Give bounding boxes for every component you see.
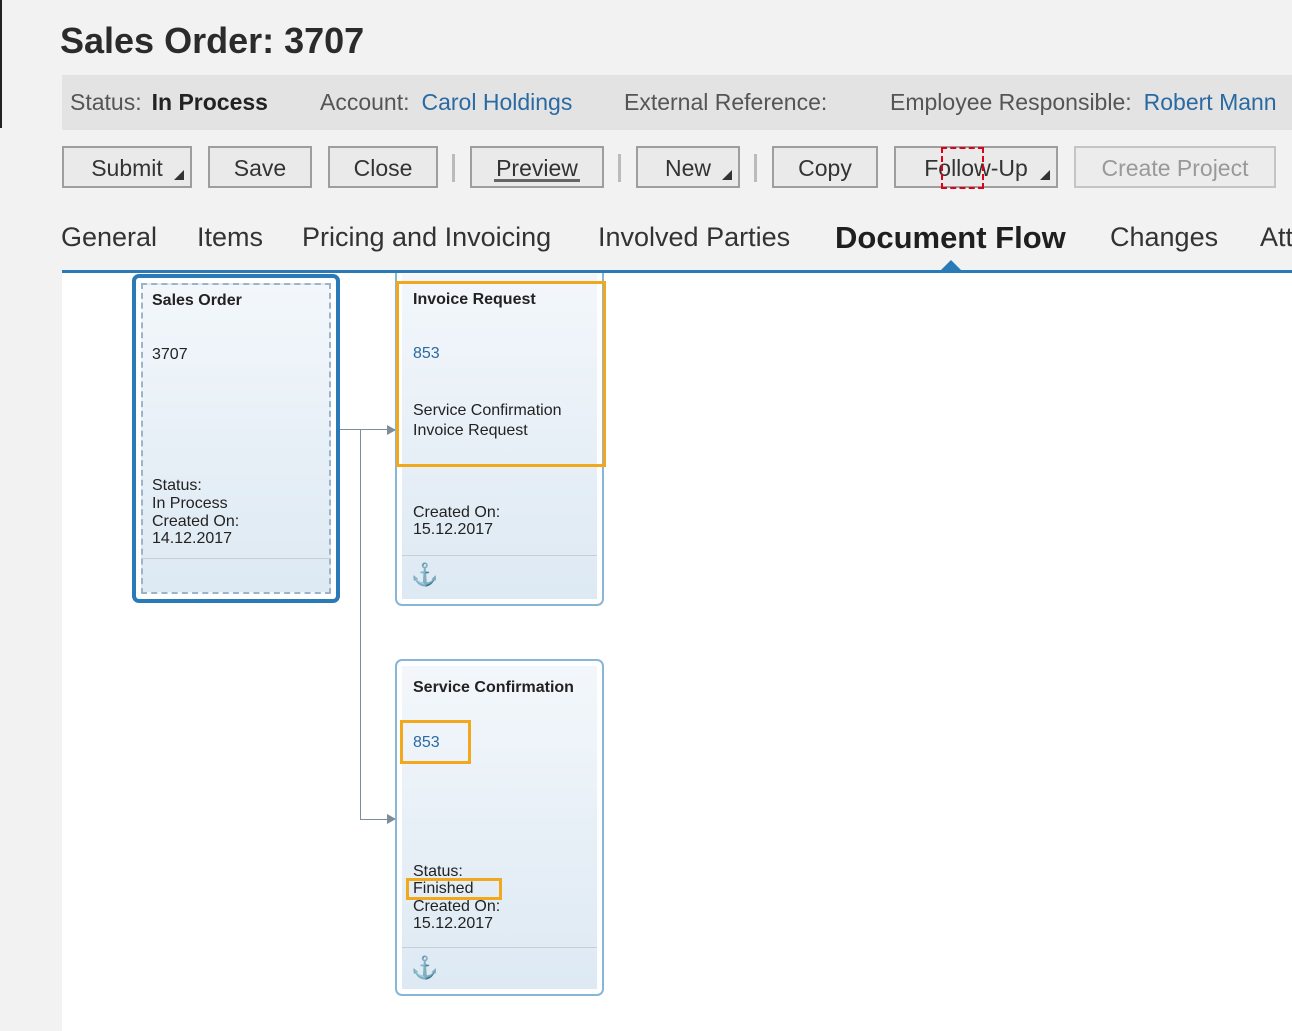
save-button[interactable]: Save	[208, 146, 312, 188]
tab-general[interactable]: General	[61, 222, 158, 252]
card-divider	[141, 558, 331, 559]
card-divider	[402, 555, 597, 556]
dropdown-caret-icon	[1040, 170, 1050, 180]
toolbar-separator	[754, 154, 757, 182]
tab-strip: General Items Pricing and Invoicing Invo…	[0, 220, 1292, 262]
sales-order-card[interactable]: Sales Order 3707 Status: In Process Crea…	[132, 274, 340, 603]
tab-pricing-and-invoicing[interactable]: Pricing and Invoicing	[302, 222, 552, 252]
document-type-line2: Invoice Request	[413, 422, 528, 439]
document-id-link[interactable]: 853	[413, 345, 440, 362]
account-field: Account: Carol Holdings	[320, 89, 572, 116]
preview-button-label: Preview	[496, 155, 578, 181]
external-reference-label: External Reference:	[624, 89, 828, 115]
status-label: Status:	[152, 477, 202, 494]
card-title: Invoice Request	[413, 291, 536, 308]
document-id: 3707	[152, 346, 188, 363]
page-title: Sales Order: 3707	[60, 20, 365, 61]
status-label: Status:	[70, 89, 142, 115]
tab-document-flow[interactable]: Document Flow	[835, 220, 1066, 255]
follow-up-button[interactable]: Follow-Up	[894, 146, 1058, 188]
card-title: Service Confirmation	[413, 679, 574, 696]
tab-underline	[62, 270, 1292, 273]
invoice-request-card[interactable]: Invoice Request 853 Service Confirmation…	[395, 273, 604, 606]
account-label: Account:	[320, 89, 410, 115]
employee-responsible-field: Employee Responsible: Robert Mann	[890, 89, 1277, 116]
tab-changes[interactable]: Changes	[1110, 222, 1219, 252]
employee-responsible-link[interactable]: Robert Mann	[1143, 89, 1277, 115]
create-project-button[interactable]: Create Project	[1074, 146, 1276, 188]
anchor-icon[interactable]: ⚓	[411, 955, 439, 980]
flow-connector	[360, 819, 395, 820]
close-button[interactable]: Close	[328, 146, 438, 188]
status-value: In Process	[151, 89, 268, 115]
header-info-bar: Status: In Process Account: Carol Holdings…	[62, 75, 1292, 130]
toolbar-separator	[618, 154, 621, 182]
status-label: Status:	[413, 863, 463, 880]
created-on-label: Created On:	[413, 898, 501, 915]
copy-button[interactable]: Copy	[772, 146, 878, 188]
submit-button[interactable]: Submit	[62, 146, 192, 188]
employee-responsible-label: Employee Responsible:	[890, 89, 1132, 115]
anchor-icon[interactable]: ⚓	[411, 562, 439, 587]
card-title: Sales Order	[152, 292, 242, 309]
external-reference-field: External Reference:	[624, 89, 827, 116]
card-body	[141, 283, 331, 594]
card-body	[402, 274, 597, 599]
flow-connector	[360, 429, 361, 819]
tab-items[interactable]: Items	[197, 222, 264, 252]
created-on-label: Created On:	[152, 513, 240, 530]
toolbar-separator	[452, 154, 455, 182]
dropdown-caret-icon	[174, 170, 184, 180]
tab-involved-parties[interactable]: Involved Parties	[598, 222, 791, 252]
created-on-label: Created On:	[413, 504, 501, 521]
new-button[interactable]: New	[636, 146, 740, 188]
created-on-value: 15.12.2017	[413, 915, 494, 932]
status-value: In Process	[152, 495, 228, 512]
created-on-value: 15.12.2017	[413, 521, 494, 538]
created-on-value: 14.12.2017	[152, 530, 233, 547]
status-field: Status: In Process	[70, 89, 268, 116]
active-tab-indicator	[940, 260, 962, 271]
service-confirmation-card[interactable]: Service Confirmation 853 Status: Finishe…	[395, 659, 604, 996]
account-link[interactable]: Carol Holdings	[421, 89, 573, 115]
tab-attachments[interactable]: Att	[1260, 222, 1292, 252]
flow-arrowhead	[387, 814, 396, 824]
flow-connector	[340, 429, 395, 430]
submit-button-label: Submit	[91, 155, 163, 181]
preview-button[interactable]: Preview	[470, 146, 604, 188]
document-flow-panel: Sales Order 3707 Status: In Process Crea…	[62, 273, 1292, 1031]
new-button-label: New	[664, 155, 711, 181]
window-edge	[0, 0, 2, 128]
dropdown-caret-icon	[722, 170, 732, 180]
status-value: Finished	[413, 880, 474, 897]
follow-up-button-label: Follow-Up	[924, 155, 1028, 181]
card-body	[402, 666, 597, 989]
preview-underline	[494, 179, 580, 182]
toolbar: Submit Save Close Preview New Copy Follo…	[0, 146, 1292, 192]
flow-arrowhead	[387, 425, 396, 435]
card-divider	[402, 947, 597, 948]
document-id-link[interactable]: 853	[413, 734, 440, 751]
document-type-line1: Service Confirmation	[413, 402, 562, 419]
